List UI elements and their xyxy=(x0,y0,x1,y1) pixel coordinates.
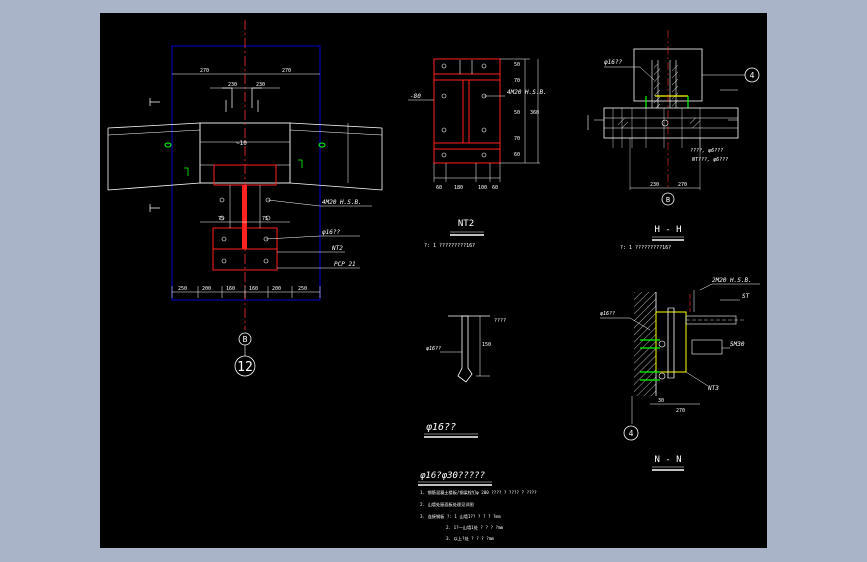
left-joint-view: 270 230 270 230 ~10 75 75 250 200 160 16… xyxy=(107,20,383,377)
hh-note: ?: 1 ?????????16? xyxy=(620,245,671,251)
dim-top-2: 270 xyxy=(282,68,291,74)
label-pcp: PCP 21 xyxy=(334,261,356,268)
nn-st: ST xyxy=(742,293,750,300)
nt2-side-dim-2: 50 xyxy=(514,110,520,116)
nt2-web xyxy=(462,79,470,144)
label-nt2: NT2 xyxy=(331,245,343,252)
hh-dim-0: 230 xyxy=(650,182,659,188)
dim-mid-0: 75 xyxy=(218,216,224,222)
nt2-bolt-holes xyxy=(441,63,487,158)
nt2-side-dim-4: 60 xyxy=(514,152,520,158)
nt2-flange-top xyxy=(433,73,501,81)
nn-title: N - N xyxy=(654,455,681,465)
axis-b-top-label: B xyxy=(666,196,670,204)
dim-bottom-0: 250 xyxy=(178,286,187,292)
hidden-frame xyxy=(171,45,321,301)
note-line-3: 2. 1?一山墙1处 ? ? ? ?mm xyxy=(446,524,504,531)
dim-bottom-1: 200 xyxy=(202,286,211,292)
green-marker-left xyxy=(164,142,172,148)
nt2-title: NT2 xyxy=(458,219,474,229)
nt2-bottom-dim-1: 180 xyxy=(454,185,463,191)
nt2-flange-bottom xyxy=(433,142,501,150)
left-beam xyxy=(107,122,201,191)
nn-dim-1: 270 xyxy=(676,408,685,414)
nt2-bottom-dim-2: 100 xyxy=(478,185,487,191)
hh-label-a: ????, φ6??? xyxy=(690,148,723,154)
notes-block: φ16?φ30????? 1. 钢筋混凝土楼板/钢梁栓钉φ 200 ???? ?… xyxy=(418,471,537,542)
notes-title: φ16?φ30????? xyxy=(420,471,485,481)
stud-shape xyxy=(457,315,473,383)
n-bolts xyxy=(640,339,666,381)
dim-top-3: 230 xyxy=(256,82,265,88)
dim-mid-1: 75 xyxy=(262,216,268,222)
dim-top-1: 230 xyxy=(228,82,237,88)
section-n-n: 2M20 H.S.B. ST φ16?? SM30 NT3 30 270 4 N… xyxy=(600,277,760,471)
stud-dim: 150 xyxy=(482,342,491,348)
drawing-sheet: 270 230 270 230 ~10 75 75 250 200 160 16… xyxy=(100,13,767,548)
nn-sm: SM30 xyxy=(730,341,745,348)
nt2-side-dim-0: 50 xyxy=(514,62,520,68)
nt2-bolts-label: 4M20 H.S.B. xyxy=(507,89,547,96)
nt2-side-dim-3: 70 xyxy=(514,136,520,142)
nt2-flange-label: -80 xyxy=(410,93,421,100)
axis-bubble-4-bottom xyxy=(623,425,639,441)
nt2-total: 360 xyxy=(530,110,539,116)
nt2-side-dim-1: 70 xyxy=(514,78,520,84)
stud-title: φ16?? xyxy=(426,422,456,433)
nt2-note: ?: 1 ?????????16? xyxy=(424,243,475,249)
cad-drawing: 270 230 270 230 ~10 75 75 250 200 160 16… xyxy=(107,20,760,542)
axis-b-label: B xyxy=(243,335,248,344)
web-stiffener xyxy=(242,185,247,249)
nn-bolts: 2M20 H.S.B. xyxy=(712,277,752,284)
wall-hatch xyxy=(634,292,656,396)
end-plate xyxy=(655,311,687,373)
axis-bubble-12 xyxy=(234,355,256,377)
section-h-h: 230 270 φ16?? ????, φ6??? NT???, φ6??? 4… xyxy=(587,30,760,251)
note-line-2: 3. 连接钢板 ?: 1 山墙1?? ? ? ? ?mm xyxy=(420,513,501,520)
nn-nt3: NT3 xyxy=(707,385,719,392)
axis-4-top-label: 4 xyxy=(750,71,755,80)
nt2-outer-plate xyxy=(433,58,501,164)
bolt-holes-left xyxy=(219,197,271,264)
dim-bottom-4: 200 xyxy=(272,286,281,292)
hh-title: H - H xyxy=(654,225,681,235)
stud-detail: ???? φ16?? 150 φ16?? xyxy=(424,315,506,438)
dim-bottom-3: 160 xyxy=(249,286,258,292)
label-bolts: 4M20 H.S.B. xyxy=(322,199,362,206)
dim-top-0: 270 xyxy=(200,68,209,74)
note-line-1: 2. 山墙处屋面板处理见详图 xyxy=(420,501,474,508)
note-line-0: 1. 钢筋混凝土楼板/钢梁栓钉φ 200 ???? ? ???? ? ???? xyxy=(420,489,537,496)
nt2-bottom-dim-0: 60 xyxy=(436,185,442,191)
hatched-rebar-group xyxy=(654,64,678,108)
hh-phi: φ16?? xyxy=(604,59,622,66)
green-marker-right xyxy=(318,142,326,148)
stud-label-top: ???? xyxy=(494,318,506,324)
note-line-4: 3. 以上?处 ? ? ? ?mm xyxy=(446,535,494,542)
axis-bubble-b-top xyxy=(661,192,675,206)
beam-section xyxy=(603,107,739,139)
nt2-bottom-dim-3: 60 xyxy=(492,185,498,191)
label-phi: φ16?? xyxy=(322,229,340,236)
dim-bottom-2: 160 xyxy=(226,286,235,292)
hh-label-b: NT???, φ6??? xyxy=(691,157,728,163)
plate-width: ~10 xyxy=(236,140,247,147)
nn-dim-0: 30 xyxy=(658,398,664,404)
stud-phi: φ16?? xyxy=(426,346,441,352)
axis-4-bottom-label: 4 xyxy=(629,429,634,438)
dim-bottom-5: 250 xyxy=(298,286,307,292)
nn-phi: φ16?? xyxy=(600,311,615,317)
right-beam xyxy=(289,122,383,191)
axis-12-label: 12 xyxy=(237,360,253,375)
hh-dim-1: 270 xyxy=(678,182,687,188)
nt2-plate-view: 50 70 50 70 60 360 60 180 100 60 -80 4M2… xyxy=(408,58,547,249)
